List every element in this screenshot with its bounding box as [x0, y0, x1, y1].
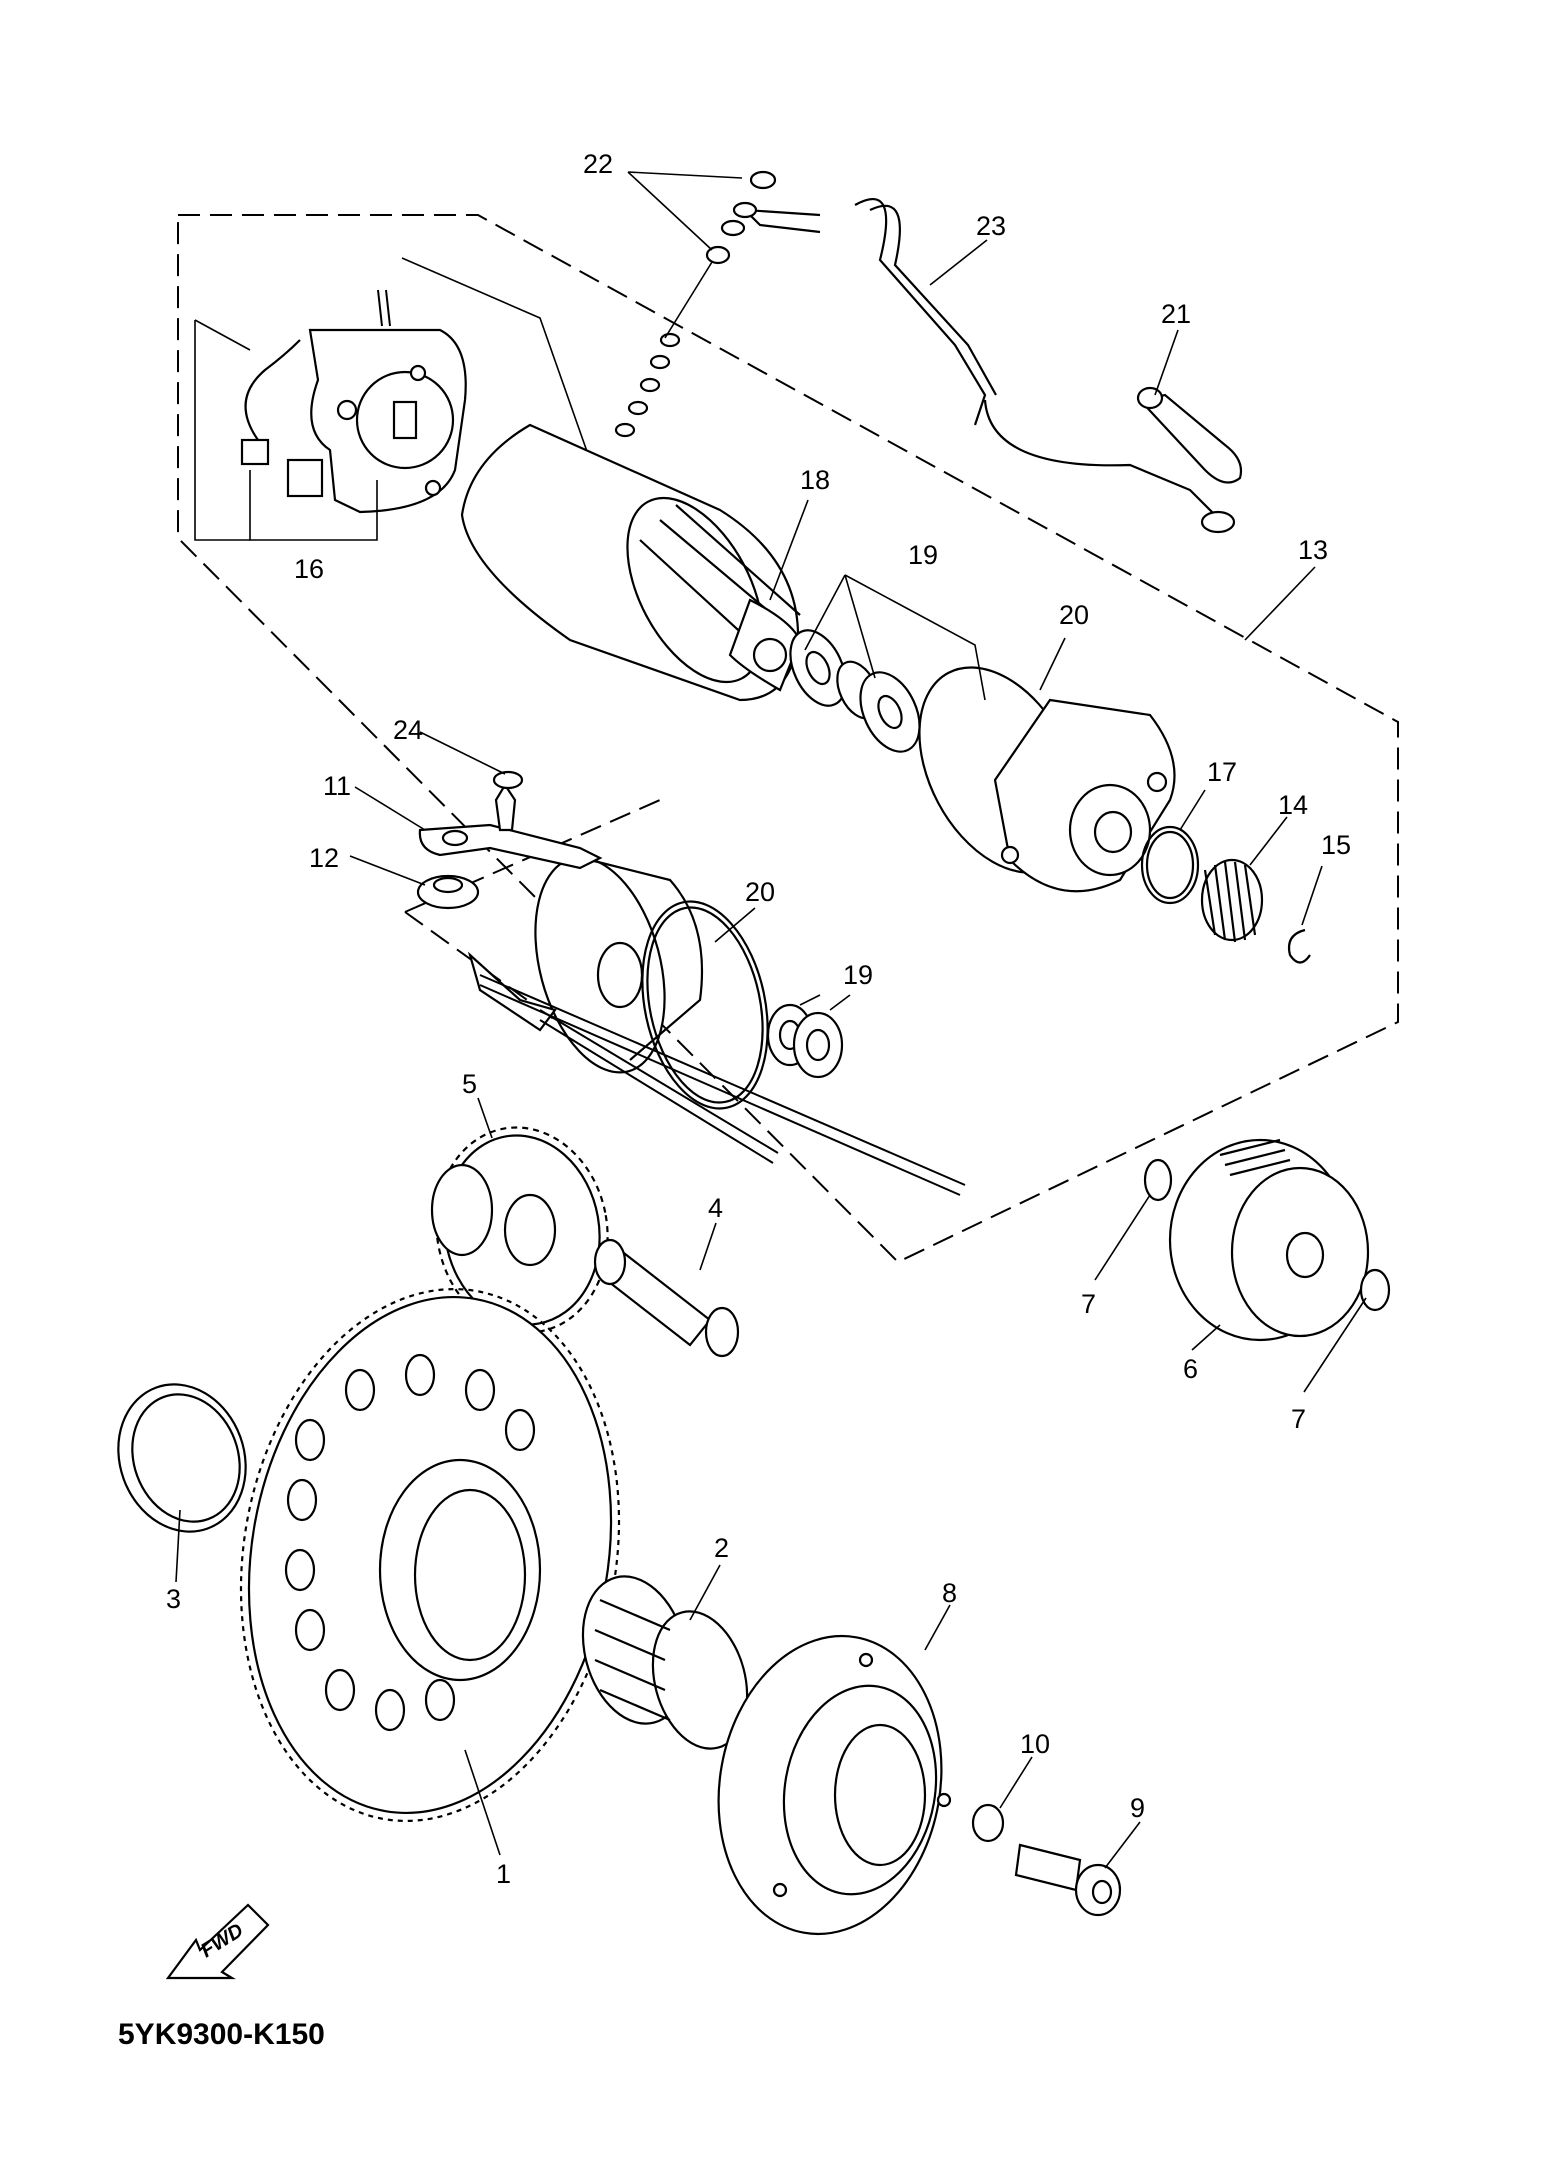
screw-leader [401, 257, 591, 461]
callout-20b: 20 [745, 877, 775, 907]
mounting-bracket [418, 770, 603, 870]
terminal-cap [1136, 386, 1243, 484]
callout-23: 23 [976, 211, 1006, 241]
callout-18: 18 [800, 465, 830, 495]
hex-socket-bolt [1014, 1843, 1122, 1917]
callout-16: 16 [294, 554, 324, 584]
callout-7a: 7 [1081, 1289, 1096, 1319]
starter-yoke-armature [460, 423, 802, 702]
callout-10: 10 [1020, 1729, 1050, 1759]
washer-set-upper [789, 629, 921, 753]
leader-16b [194, 319, 251, 351]
washer-set-lower [766, 1003, 844, 1079]
needle-bearing [581, 1575, 749, 1750]
idle-gear [430, 1126, 609, 1334]
grommet [416, 874, 480, 910]
through-bolts [479, 974, 966, 1196]
circlip [1287, 928, 1311, 964]
callout-22: 22 [583, 149, 613, 179]
washer-right [1359, 1268, 1391, 1312]
callout-13: 13 [1298, 535, 1328, 565]
starter-clutch-assembly [1168, 1138, 1370, 1342]
callout-14: 14 [1278, 790, 1308, 820]
starter-pinion-gear [1200, 858, 1264, 943]
one-way-clutch [717, 1634, 952, 1936]
washer-10 [971, 1803, 1005, 1843]
callout-24: 24 [393, 715, 423, 745]
starter-lead-wire [742, 198, 1236, 534]
callout-6: 6 [1183, 1354, 1198, 1384]
callout-20a: 20 [1059, 600, 1089, 630]
callout-labels: 1 2 3 4 5 6 7 7 8 9 10 11 12 13 14 15 16… [166, 149, 1351, 1889]
idle-gear-shaft [593, 1238, 740, 1358]
callout-21: 21 [1161, 299, 1191, 329]
callout-19a: 19 [908, 540, 938, 570]
callout-19b: 19 [843, 960, 873, 990]
o-ring-lower [641, 900, 769, 1110]
terminal-nuts [614, 170, 777, 438]
callout-9: 9 [1130, 1793, 1145, 1823]
callout-4: 4 [708, 1193, 723, 1223]
starter-front-cover [918, 666, 1176, 893]
leader-16c [194, 320, 250, 541]
brush-holder-plate [240, 289, 467, 514]
leader-16 [249, 470, 378, 541]
callout-5: 5 [462, 1069, 477, 1099]
callout-12: 12 [309, 843, 339, 873]
washer-left [1143, 1158, 1173, 1202]
callout-2: 2 [714, 1533, 729, 1563]
callout-8: 8 [942, 1578, 957, 1608]
starter-rear-cover [467, 856, 704, 1074]
thrust-ring [117, 1383, 247, 1533]
callout-15: 15 [1321, 830, 1351, 860]
diagram-code: 5YK9300-K150 [118, 2018, 325, 2051]
callout-3: 3 [166, 1584, 181, 1614]
fwd-arrow-icon: FWD [165, 1903, 270, 1980]
callout-17: 17 [1207, 757, 1237, 787]
callout-11: 11 [323, 771, 351, 801]
callout-1: 1 [496, 1859, 511, 1889]
leader-lines [175, 171, 1367, 1869]
o-ring [1140, 825, 1200, 905]
callout-7b: 7 [1291, 1404, 1306, 1434]
starter-wheel-gear [239, 1288, 621, 1822]
